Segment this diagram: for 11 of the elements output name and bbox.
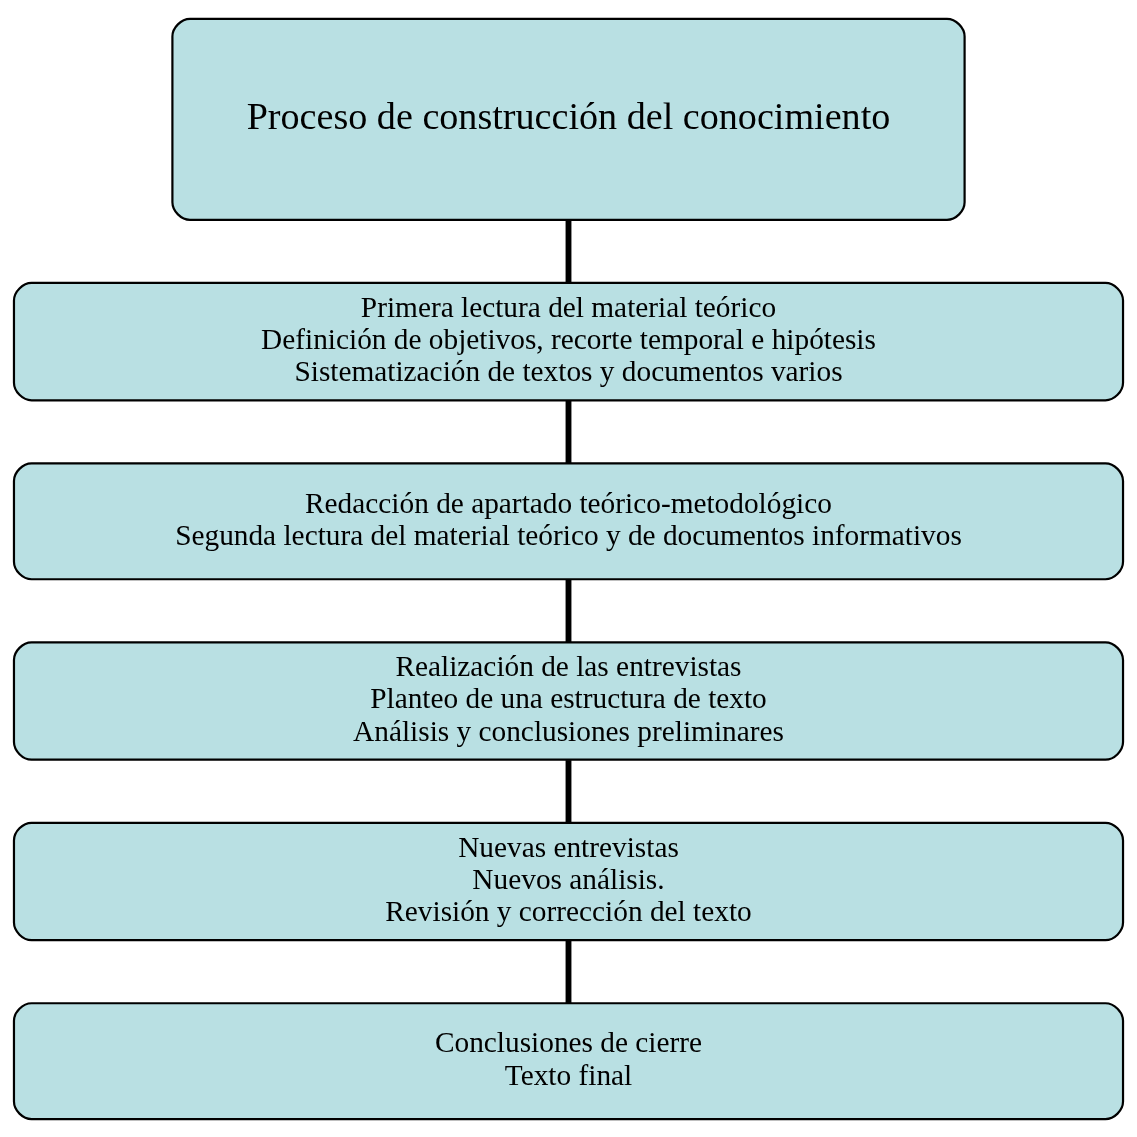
- node-box: Redacción de apartado teórico-metodológico Segunda lectura del material teórico y de documentos informativos: [12, 461, 1125, 580]
- connector: [565, 399, 572, 463]
- connector: [565, 939, 572, 1003]
- node-box: Proceso de construcción del conocimiento: [171, 17, 966, 221]
- node-box: Primera lectura del material teórico Definición de objetivos, recorte temporal e hipótesis Sistematización de textos y documentos varios: [12, 281, 1125, 401]
- node-box: Realización de las entrevistas Planteo de una estructura de texto Análisis y conclusiones preliminares: [12, 640, 1125, 761]
- node-box: Conclusiones de cierre Texto final: [12, 1001, 1125, 1120]
- connector: [565, 579, 572, 642]
- connector: [565, 219, 572, 282]
- node-box: Nuevas entrevistas Nuevos análisis. Revisión y corrección del texto: [12, 821, 1125, 941]
- connector: [565, 759, 572, 823]
